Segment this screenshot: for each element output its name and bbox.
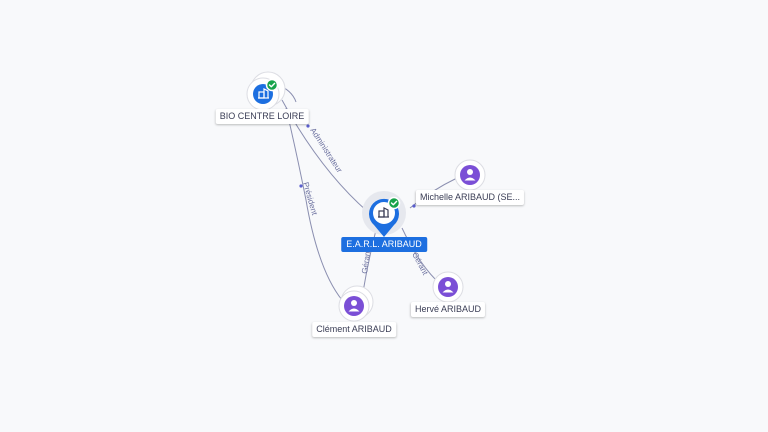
edge-clement-earl[interactable] xyxy=(362,229,377,293)
edge-label-president: Président xyxy=(301,181,319,217)
edge-herve-earl[interactable] xyxy=(401,227,437,281)
check-badge-icon xyxy=(387,196,401,210)
edge-arrow xyxy=(299,184,303,188)
person-icon xyxy=(442,281,454,293)
node-label-clement-aribaud[interactable]: Clément ARIBAUD xyxy=(312,322,396,337)
edge-arrow xyxy=(412,204,416,208)
node-label-earl-aribaud[interactable]: E.A.R.L. ARIBAUD xyxy=(341,237,427,252)
node-bio-centre-loire[interactable] xyxy=(246,71,286,111)
node-label-herve-aribaud[interactable]: Hervé ARIBAUD xyxy=(410,302,486,317)
edge-arrow xyxy=(306,124,310,128)
check-badge-icon xyxy=(265,78,279,92)
edge-label-gerant-clement: Gérant xyxy=(360,248,372,274)
node-earl-aribaud[interactable] xyxy=(362,191,406,237)
edge-label-gerant-herve: Gérant xyxy=(410,251,430,278)
node-herve-aribaud[interactable] xyxy=(432,271,464,303)
building-icon xyxy=(378,207,389,218)
person-icon xyxy=(348,300,360,312)
building-icon xyxy=(258,88,269,99)
node-label-michelle-aribaud[interactable]: Michelle ARIBAUD (SE... xyxy=(415,190,525,205)
person-icon xyxy=(464,169,476,181)
node-label-bio-centre-loire[interactable]: BIO CENTRE LOIRE xyxy=(215,109,309,124)
edge-clement-bio[interactable] xyxy=(285,107,343,301)
node-clement-aribaud[interactable] xyxy=(338,285,374,322)
node-michelle-aribaud[interactable] xyxy=(454,159,486,191)
